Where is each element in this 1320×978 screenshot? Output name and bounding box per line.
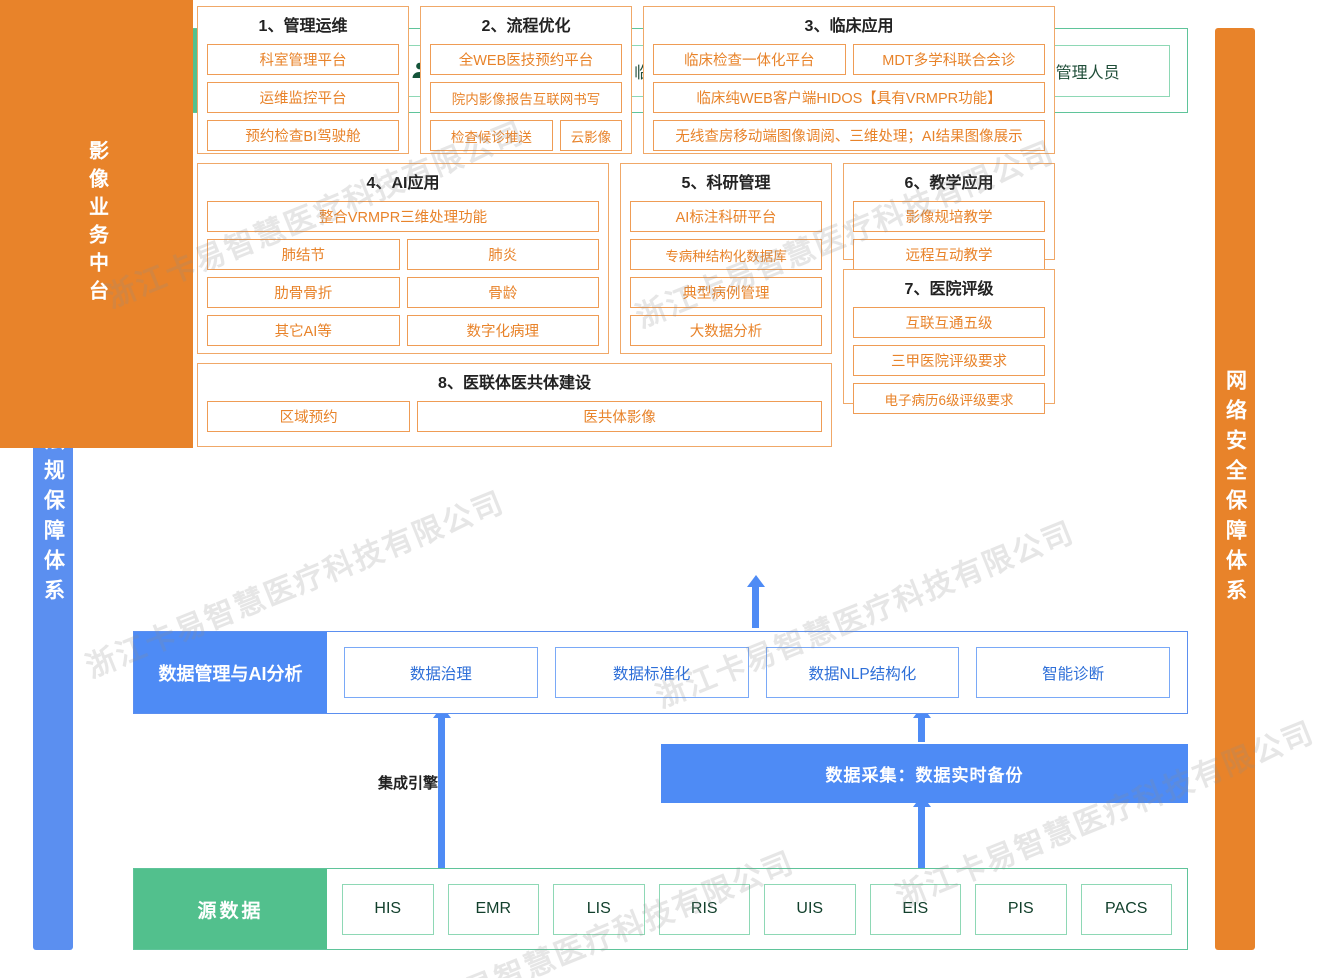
imaging-middle-platform-label: 影像业务中台 xyxy=(85,140,108,308)
data-card-intelligent-diagnosis[interactable]: 智能诊断 xyxy=(976,647,1170,698)
arrow-source-to-data-left xyxy=(438,717,445,869)
source-data-row: 源数据 HIS EMR LIS RIS UIS EIS PIS PACS xyxy=(133,868,1188,950)
group-item[interactable]: 肋骨骨折 xyxy=(207,277,400,308)
data-card-governance[interactable]: 数据治理 xyxy=(344,647,538,698)
group-ai-application: 4、AI应用 整合VRMPR三维处理功能 肺结节 肺炎 肋骨骨折 骨龄 其它AI… xyxy=(197,163,609,354)
data-management-card-list: 数据治理 数据标准化 数据NLP结构化 智能诊断 xyxy=(327,632,1187,713)
network-security-pillar-label: 网络安全保障体系 xyxy=(1223,369,1247,609)
group-title: 5、科研管理 xyxy=(681,175,771,192)
group-title: 1、管理运维 xyxy=(258,18,348,35)
group-clinical-application: 3、临床应用 临床检查一体化平台 MDT多学科联合会诊 临床纯WEB客户端HID… xyxy=(643,6,1055,154)
group-item[interactable]: AI标注科研平台 xyxy=(630,201,822,232)
group-item[interactable]: 临床检查一体化平台 xyxy=(653,44,846,75)
network-security-pillar: 网络安全保障体系 xyxy=(1215,28,1255,950)
group-item[interactable]: 电子病历6级评级要求 xyxy=(853,383,1045,414)
integration-engine-label: 集成引擎 xyxy=(378,775,439,792)
data-card-standardization[interactable]: 数据标准化 xyxy=(554,647,749,698)
group-hospital-rating: 7、医院评级 互联互通五级 三甲医院评级要求 电子病历6级评级要求 xyxy=(843,269,1055,414)
source-data-row-label: 源数据 xyxy=(134,869,327,949)
group-item[interactable]: 典型病例管理 xyxy=(630,277,822,308)
arrow-source-to-collection xyxy=(918,806,925,870)
group-item[interactable]: 肺结节 xyxy=(207,239,400,270)
group-title: 3、临床应用 xyxy=(804,18,894,35)
group-item[interactable]: MDT多学科联合会诊 xyxy=(852,44,1045,75)
data-management-row: 数据管理与AI分析 数据治理 数据标准化 数据NLP结构化 智能诊断 xyxy=(133,631,1188,714)
source-card-eis[interactable]: EIS xyxy=(869,883,961,935)
group-item[interactable]: 远程互动教学 xyxy=(853,239,1045,270)
group-title: 4、AI应用 xyxy=(366,175,440,192)
group-item[interactable]: 区域预约 xyxy=(207,401,411,432)
imaging-middle-platform-label-block: 影像业务中台 xyxy=(0,0,193,448)
group-item[interactable]: 预约检查BI驾驶舱 xyxy=(207,120,399,151)
group-item[interactable]: 临床纯WEB客户端HIDOS【具有VRMPR功能】 xyxy=(653,82,1045,113)
group-research-management: 5、科研管理 AI标注科研平台 专病种结构化数据库 典型病例管理 大数据分析 xyxy=(620,163,832,354)
group-item[interactable]: 数字化病理 xyxy=(406,315,599,346)
data-card-nlp-structuring[interactable]: 数据NLP结构化 xyxy=(765,647,960,698)
group-item[interactable]: 检查候诊推送 xyxy=(430,120,553,151)
imaging-middle-platform-row: 影像业务中台 1、管理运维 科室管理平台 运维监控平台 预约检查BI驾驶舱 2、… xyxy=(0,0,1055,448)
source-card-pacs[interactable]: PACS xyxy=(1080,883,1172,935)
group-item[interactable]: 专病种结构化数据库 xyxy=(630,239,822,270)
middle-platform-groups: 1、管理运维 科室管理平台 运维监控平台 预约检查BI驾驶舱 2、流程优化 全W… xyxy=(197,0,1320,448)
group-item[interactable]: 全WEB医技预约平台 xyxy=(430,44,622,75)
data-collection-box: 数据采集：数据实时备份 xyxy=(661,744,1188,803)
group-medical-consortium: 8、医联体医共体建设 区域预约 医共体影像 xyxy=(197,363,832,447)
arrow-data-to-platform xyxy=(752,586,759,628)
group-item[interactable]: 科室管理平台 xyxy=(207,44,399,75)
group-title: 6、教学应用 xyxy=(904,175,994,192)
group-item[interactable]: 影像规培教学 xyxy=(853,201,1045,232)
group-item[interactable]: 院内影像报告互联网书写 xyxy=(430,82,622,113)
source-card-uis[interactable]: UIS xyxy=(764,883,856,935)
group-process-optimization: 2、流程优化 全WEB医技预约平台 院内影像报告互联网书写 检查候诊推送 云影像 xyxy=(420,6,632,154)
source-card-pis[interactable]: PIS xyxy=(975,883,1067,935)
group-teaching-application: 6、教学应用 影像规培教学 远程互动教学 xyxy=(843,163,1055,270)
source-card-his[interactable]: HIS xyxy=(342,883,434,935)
source-card-lis[interactable]: LIS xyxy=(553,883,645,935)
arrow-collection-to-data xyxy=(918,717,925,742)
group-management-ops: 1、管理运维 科室管理平台 运维监控平台 预约检查BI驾驶舱 xyxy=(197,6,409,154)
data-management-row-label: 数据管理与AI分析 xyxy=(134,632,327,713)
group-item[interactable]: 医共体影像 xyxy=(417,401,822,432)
group-item[interactable]: 云影像 xyxy=(559,120,622,151)
group-item[interactable]: 整合VRMPR三维处理功能 xyxy=(207,201,599,232)
group-item[interactable]: 互联互通五级 xyxy=(853,307,1045,338)
group-item[interactable]: 骨龄 xyxy=(406,277,599,308)
group-item[interactable]: 无线查房移动端图像调阅、三维处理；AI结果图像展示 xyxy=(653,120,1045,151)
group-item[interactable]: 其它AI等 xyxy=(207,315,400,346)
group-item[interactable]: 大数据分析 xyxy=(630,315,822,346)
source-card-ris[interactable]: RIS xyxy=(658,883,750,935)
user-card-label: 管理人员 xyxy=(1055,64,1120,82)
group-item[interactable]: 肺炎 xyxy=(406,239,599,270)
group-title: 8、医联体医共体建设 xyxy=(438,375,591,392)
group-item[interactable]: 运维监控平台 xyxy=(207,82,399,113)
group-item[interactable]: 三甲医院评级要求 xyxy=(853,345,1045,376)
source-data-card-list: HIS EMR LIS RIS UIS EIS PIS PACS xyxy=(327,869,1187,949)
group-title: 2、流程优化 xyxy=(481,18,571,35)
group-title: 7、医院评级 xyxy=(904,281,994,298)
source-card-emr[interactable]: EMR xyxy=(447,883,539,935)
